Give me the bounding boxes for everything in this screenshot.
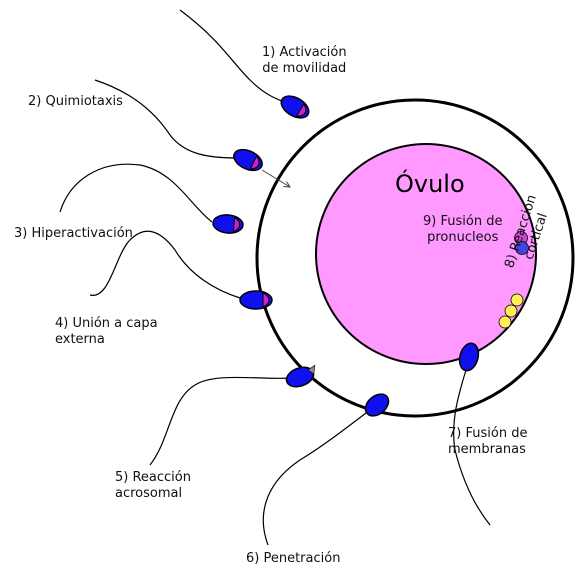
step-2-label: 2) Quimiotaxis [28,94,123,110]
step-3-label: 3) Hiperactivación [14,226,133,242]
sperm-3 [212,214,243,235]
sperm-2 [231,146,266,175]
ovum-title: Óvulo [395,170,465,198]
sperm-1 [278,92,313,123]
step-6-label: 6) Penetración [246,551,340,567]
sperm-4 [240,291,272,309]
